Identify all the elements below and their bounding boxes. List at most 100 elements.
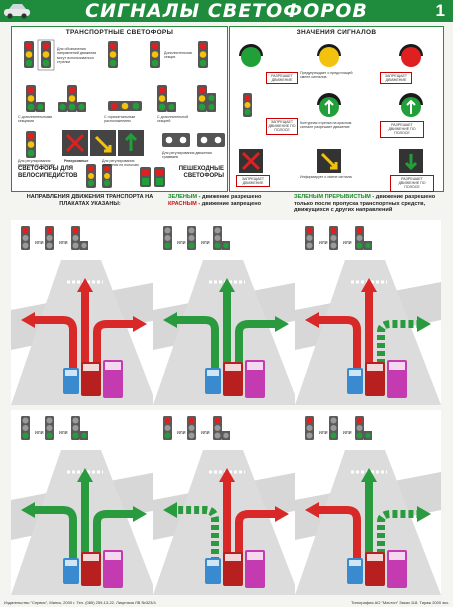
direction-arrow: [305, 312, 361, 380]
forbid-lane-bottom-label: ЗАПРЕЩАЕТ ДВИЖЕНИЕ: [236, 175, 270, 188]
traffic-light-icon: [37, 39, 55, 71]
vehicle-icon: [63, 368, 79, 394]
lane-signal-icon: [118, 130, 144, 156]
vehicle-icon: [81, 552, 101, 586]
traffic-light-icon: [157, 85, 176, 112]
vehicle-icon: [205, 368, 221, 394]
traffic-light-icon: [198, 41, 208, 68]
direction-arrow: [235, 316, 289, 380]
bicycle-light-icon: [86, 164, 96, 188]
tram-light-icon: [162, 133, 190, 147]
traffic-light-icon: [21, 226, 30, 250]
caption-signals: Для обозначения направлений движения мог…: [57, 47, 97, 64]
bicycle-lights-label: СВЕТОФОРЫ ДЛЯ ВЕЛОСИПЕДИСТОВ: [18, 166, 78, 179]
caption-with-sections: С дополнительными секциями: [18, 115, 53, 124]
red-signal-icon: [399, 44, 423, 67]
dashed-green-word: ЗЕЛЕНЫМ ПРЕРЫВИСТЫМ: [294, 194, 371, 200]
yellow-diagonal-arrow-icon: [317, 149, 341, 173]
traffic-light-icon: [213, 226, 222, 250]
footer: Издательство "Сервис", Минск, 2000 г. Те…: [4, 600, 449, 605]
vehicle-icon: [223, 362, 243, 396]
direction-arrow: [377, 506, 431, 570]
svg-text:или: или: [35, 430, 44, 436]
svg-text:или: или: [319, 430, 328, 436]
caption-additional: С дополнительной секцией: [157, 115, 189, 124]
vehicle-icon: [245, 360, 265, 398]
direction-arrow: [93, 316, 147, 380]
svg-text:или: или: [59, 430, 68, 436]
forbid-lane-label: ЗАПРЕЩАЕТ ДВИЖЕНИЕ ПО ПОЛОСЕ: [266, 118, 298, 135]
contour-arrow-signal-icon: [399, 93, 423, 117]
contour-arrow-description: Контурная стрелка на красном сигнале раз…: [300, 121, 352, 130]
red-meaning: - движение запрещено: [196, 200, 262, 207]
signal-meanings-illustration: [239, 44, 423, 173]
tram-light-icon: [197, 133, 225, 147]
traffic-light-icon: [163, 226, 172, 250]
vehicle-icon: [63, 558, 79, 584]
direction-arrow: [163, 502, 219, 570]
direction-arrow: [163, 312, 219, 380]
caption-lanes: Для регулирования движения по полосам: [18, 159, 55, 168]
pedestrian-lights-label: ПЕШЕХОДНЫЕ СВЕТОФОРЫ: [178, 166, 224, 179]
traffic-light-icon: [187, 416, 196, 440]
green-red-legend: ЗЕЛЕНЫМ - движение разрешено КРАСНЫМ - д…: [168, 194, 288, 207]
traffic-light-icon: [243, 93, 252, 117]
traffic-light-icon: [108, 41, 118, 68]
traffic-light-icon: [329, 226, 338, 250]
pedestrian-light-icon: [140, 167, 151, 187]
svg-text:или: или: [201, 430, 210, 436]
svg-text:или: или: [59, 240, 68, 246]
dashed-green-legend: ЗЕЛЕНЫМ ПРЕРЫВИСТЫМ - движение разрешено…: [294, 194, 444, 214]
traffic-light-icon: [108, 101, 142, 111]
caption-tram: Для регулирования движения трамваев: [162, 151, 212, 160]
green-signal-icon: [239, 44, 263, 67]
yellow-signal-icon: [317, 44, 341, 67]
transport-lights-illustration: [24, 39, 225, 188]
direction-arrow: [235, 506, 289, 570]
traffic-light-icon: [58, 85, 86, 112]
traffic-light-icon: [24, 41, 34, 68]
direction-instructions: НАПРАВЛЕНИЯ ДВИЖЕНИЯ ТРАНСПОРТА НА ПЛАКА…: [26, 194, 154, 207]
vehicle-icon: [103, 360, 123, 398]
direction-arrow: [21, 502, 77, 570]
direction-arrow: [93, 506, 147, 570]
lane-signal-icon: [62, 130, 88, 156]
transport-lights-panel: ТРАНСПОРТНЫЕ СВЕТОФОРЫ: [11, 26, 228, 192]
vehicle-icon: [365, 362, 385, 396]
red-x-lane-icon: [239, 149, 263, 173]
traffic-light-icon: [329, 416, 338, 440]
header-bar: [0, 0, 453, 22]
direction-arrow: [21, 312, 77, 380]
green-meaning: - движение разрешено: [197, 194, 262, 200]
svg-text:или: или: [35, 240, 44, 246]
lane-signal-icon: [90, 130, 116, 156]
car-icon: [4, 4, 30, 19]
traffic-light-icon: [45, 416, 54, 440]
traffic-light-icon: [21, 416, 30, 440]
vehicle-icon: [205, 558, 221, 584]
traffic-light-icon: [26, 131, 36, 158]
allow-lane-bottom-label: РАЗРЕШАЕТ ДВИЖЕНИЕ ПО ПОЛОСЕ: [390, 175, 434, 192]
vehicle-icon: [347, 558, 363, 584]
allow-lane-label: РАЗРЕШАЕТ ДВИЖЕНИЕ ПО ПОЛОСЕ: [380, 121, 424, 138]
traffic-light-icon: [213, 416, 222, 440]
traffic-light-icon: [355, 416, 364, 440]
caption-reversible: Реверсивные: [64, 159, 89, 163]
vehicle-icon: [103, 550, 123, 588]
caption-horizontal: С горизонтальным расположением: [104, 115, 136, 124]
traffic-light-icon: [355, 226, 364, 250]
direction-arrow: [377, 316, 431, 380]
page-number: 1: [435, 1, 445, 20]
warning-description: Предупреждает о предстоящей смене сигнал…: [300, 71, 353, 80]
change-info-description: Информирует о смене сигнала: [300, 175, 352, 179]
green-word: ЗЕЛЕНЫМ: [168, 194, 198, 200]
intersection-scene: или или: [11, 220, 157, 405]
traffic-light-icon: [71, 416, 80, 440]
traffic-light-icon: [197, 85, 216, 112]
svg-text:или: или: [177, 240, 186, 246]
traffic-light-icon: [150, 41, 160, 68]
